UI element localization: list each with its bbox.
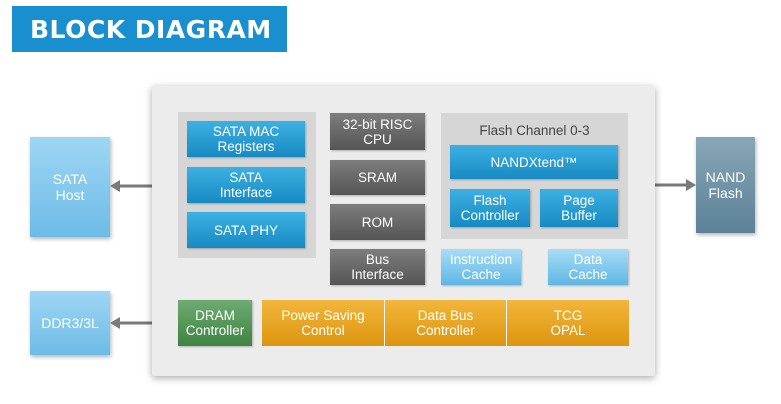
data-cache-block: Data Cache xyxy=(548,249,628,285)
rom-block: ROM xyxy=(330,204,425,240)
flash-channel-title: Flash Channel 0-3 xyxy=(479,123,590,138)
cpu-block: 32-bit RISC CPU xyxy=(330,113,425,150)
data-bus-controller-block: Data Bus Controller xyxy=(385,300,506,346)
sram-block: SRAM xyxy=(330,160,425,195)
page-buffer-block: Page Buffer xyxy=(540,189,618,227)
system-bus-bar: Power Saving Control Data Bus Controller… xyxy=(262,300,629,346)
flash-controller-block: Flash Controller xyxy=(450,189,530,227)
bus-interface-block: Bus Interface xyxy=(330,249,425,285)
sata-mac-registers-block: SATA MAC Registers xyxy=(187,121,305,157)
power-saving-control-block: Power Saving Control xyxy=(262,300,384,346)
instruction-cache-block: Instruction Cache xyxy=(441,249,521,285)
nand-flash-block: NAND Flash xyxy=(696,137,755,233)
bus-divider xyxy=(384,300,385,346)
sata-interface-block: SATA Interface xyxy=(187,167,305,203)
ddr-block: DDR3/3L xyxy=(30,291,110,355)
page-title: BLOCK DIAGRAM xyxy=(12,6,287,52)
tcg-opal-block: TCG OPAL xyxy=(507,300,629,346)
sata-phy-block: SATA PHY xyxy=(187,212,305,248)
sata-host-block: SATA Host xyxy=(30,137,110,237)
bus-divider xyxy=(506,300,507,346)
nandxtend-block: NANDXtend™ xyxy=(450,145,618,179)
dram-controller-block: DRAM Controller xyxy=(178,300,252,346)
